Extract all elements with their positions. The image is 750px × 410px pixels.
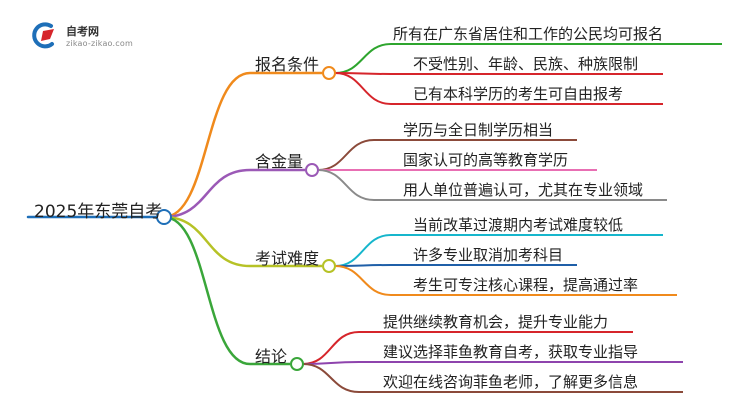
branch-connector [163, 215, 251, 268]
leaf-label: 国家认可的高等教育学历 [403, 151, 569, 169]
branch-connector [163, 168, 251, 219]
leaf-label: 许多专业取消加考科目 [413, 246, 564, 264]
leaf-connector [302, 363, 360, 393]
branch-label-value: 含金量 [255, 152, 304, 171]
root-label: 2025年东莞自考 [34, 202, 163, 222]
leaf-connector [334, 72, 392, 105]
leaf-label: 所有在广东省居住和工作的公民均可报名 [393, 25, 664, 43]
logo-title: 自考网 [66, 25, 99, 38]
leaf-label: 用人单位普遍认可，尤其在专业领域 [403, 181, 644, 199]
leaf-connector [334, 234, 392, 267]
leaf-label: 欢迎在线咨询菲鱼老师，了解更多信息 [383, 373, 639, 391]
leaf-label: 已有本科学历的考生可自由报考 [413, 85, 624, 103]
branch-node [322, 66, 336, 80]
leaf-connector [334, 264, 392, 267]
branch-node [305, 163, 319, 177]
leaf-connector [317, 169, 375, 201]
logo-icon [32, 22, 54, 49]
branch-node [322, 259, 336, 273]
leaf-connector [302, 331, 360, 365]
leaf-label: 当前改革过渡期内考试难度较低 [413, 216, 624, 234]
leaf-label: 建议选择菲鱼教育自考，获取专业指导 [383, 343, 639, 361]
leaf-connector [317, 139, 375, 171]
branch-connector [163, 215, 251, 366]
branch-connector [163, 71, 251, 219]
leaf-label: 提供继续教育机会，提升专业能力 [383, 313, 609, 331]
root-node [156, 209, 172, 225]
leaf-label: 学历与全日制学历相当 [403, 121, 554, 139]
leaf-label: 考生可专注核心课程，提高通过率 [413, 276, 639, 294]
branch-label-difficulty: 考试难度 [255, 249, 320, 268]
leaf-label: 不受性别、年龄、民族、种族限制 [413, 55, 639, 73]
branch-label-registration: 报名条件 [255, 55, 320, 74]
leaf-connector [334, 43, 392, 74]
branch-label-conclusion: 结论 [255, 347, 288, 366]
branch-node [290, 357, 304, 371]
leaf-connector [334, 265, 392, 296]
logo-url: zikao-zikao.com [66, 39, 133, 48]
